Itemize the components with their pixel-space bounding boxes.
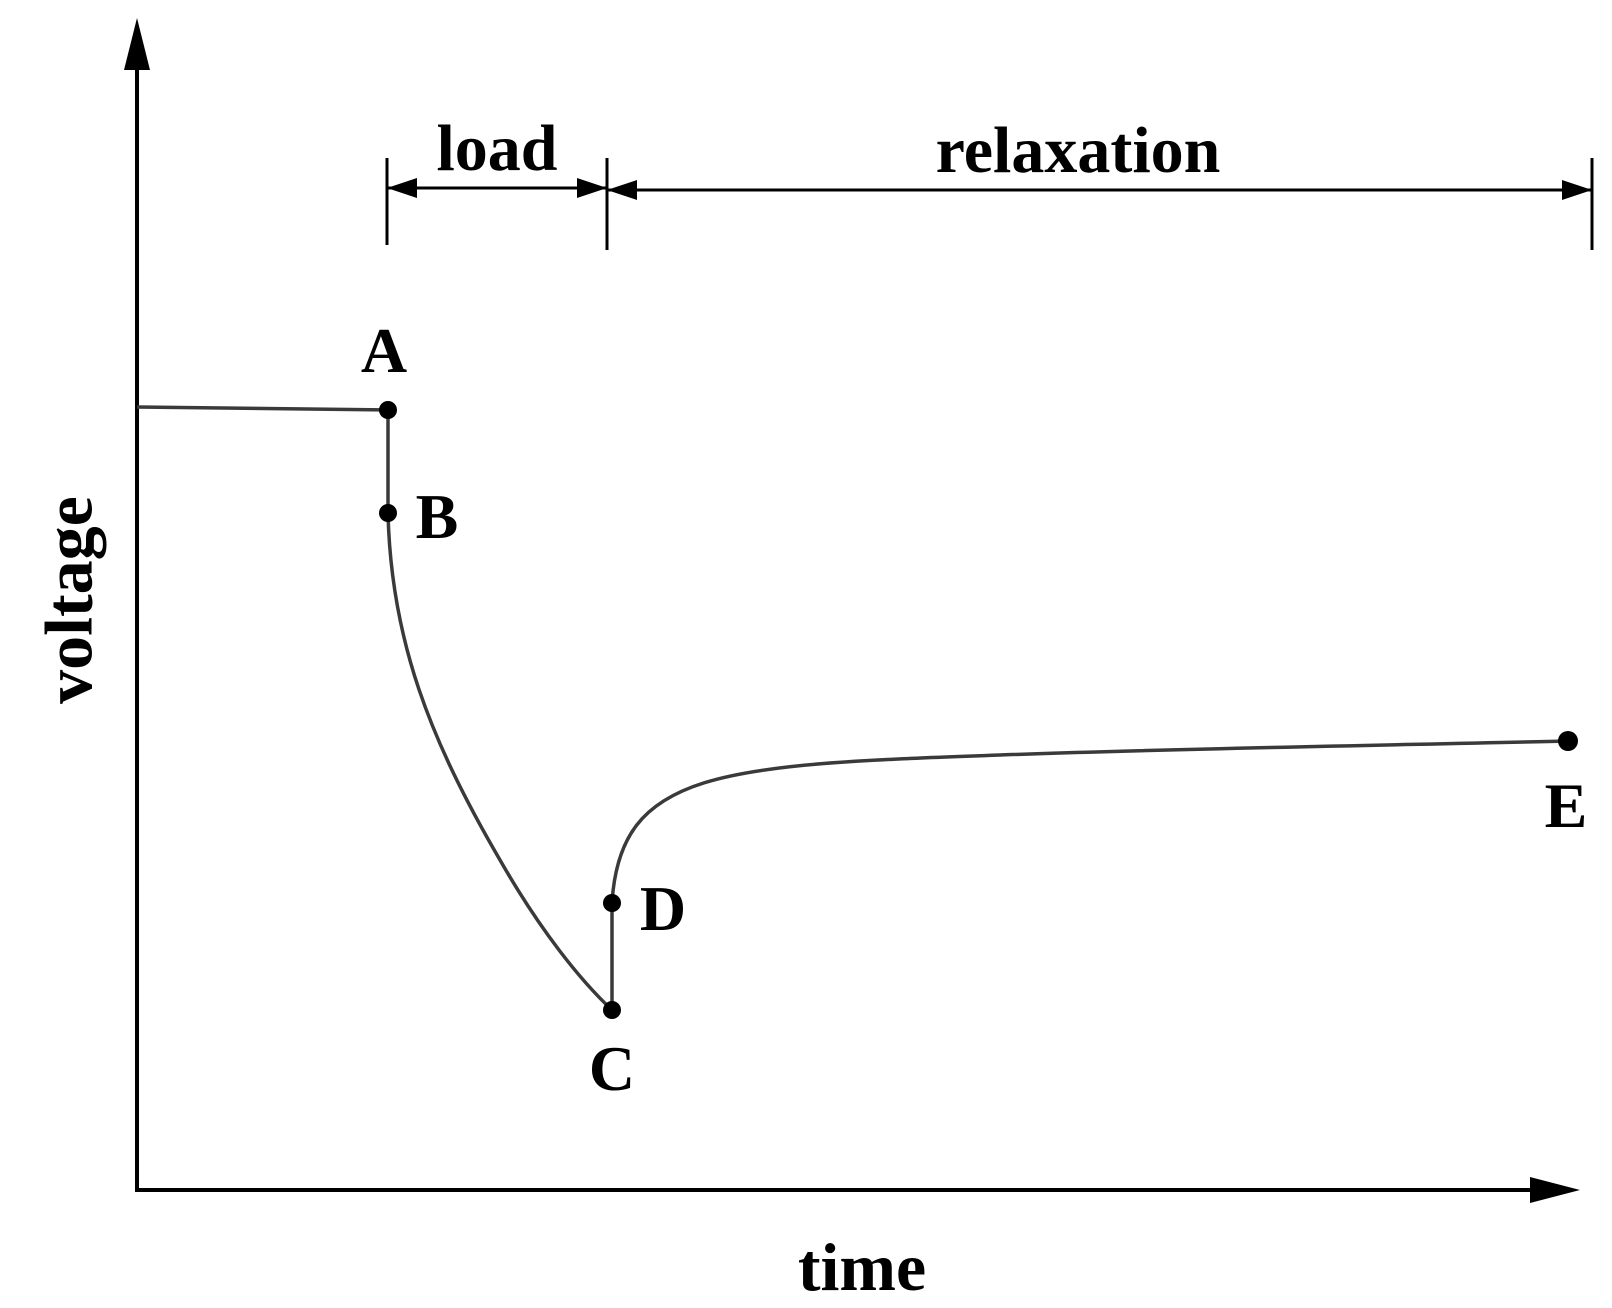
point-c-label: C bbox=[589, 1033, 635, 1104]
point-c-marker bbox=[603, 1001, 621, 1019]
point-a-label: A bbox=[361, 315, 407, 386]
point-d-label: D bbox=[640, 873, 686, 944]
y-axis-arrowhead bbox=[124, 18, 150, 70]
relaxation-phase-label: relaxation bbox=[936, 114, 1221, 187]
point-a-marker bbox=[379, 401, 397, 419]
point-b-marker bbox=[379, 504, 397, 522]
point-e-label: E bbox=[1545, 770, 1588, 841]
point-e-marker bbox=[1558, 731, 1578, 751]
x-axis-label: time bbox=[798, 1229, 926, 1305]
x-axis-arrowhead bbox=[1530, 1177, 1580, 1203]
point-b-label: B bbox=[416, 481, 459, 552]
load-phase-label: load bbox=[436, 112, 557, 185]
voltage-curve bbox=[136, 405, 1569, 1012]
y-axis-label: voltage bbox=[31, 496, 107, 704]
point-d-marker bbox=[603, 894, 621, 912]
